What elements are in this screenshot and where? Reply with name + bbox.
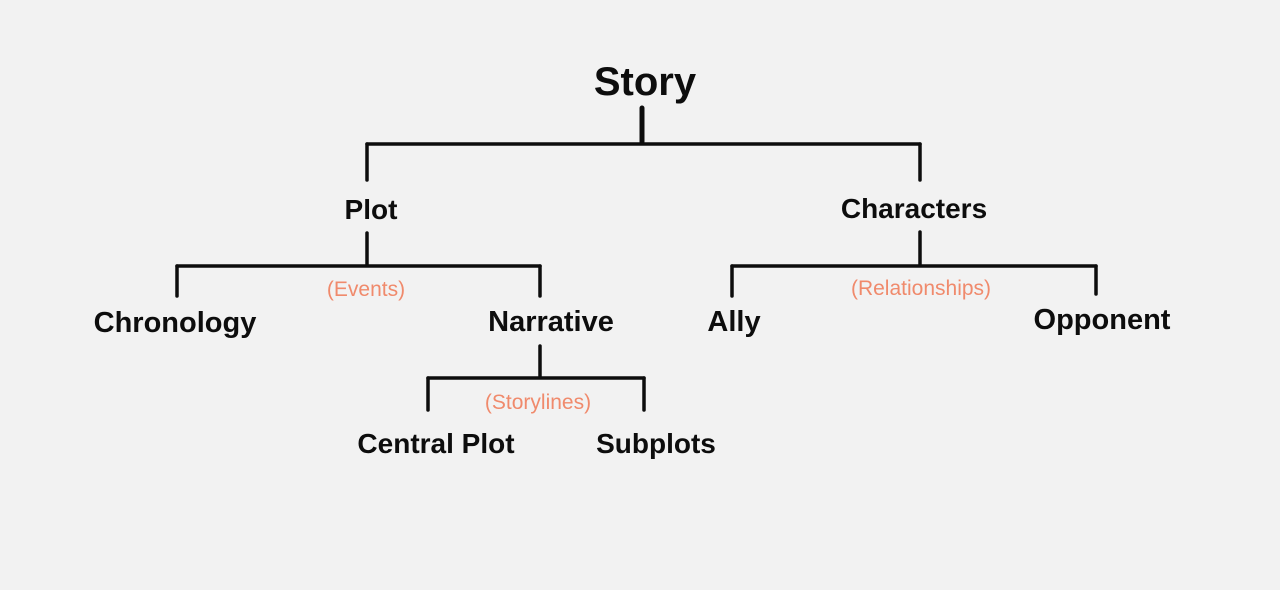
node-opponent: Opponent	[1034, 304, 1171, 336]
node-chronology: Chronology	[94, 307, 257, 339]
label-storylines: (Storylines)	[485, 391, 591, 414]
node-ally: Ally	[707, 306, 760, 338]
label-relationships: (Relationships)	[851, 277, 991, 300]
node-characters: Characters	[841, 193, 987, 224]
node-central-plot: Central Plot	[357, 428, 514, 459]
node-story: Story	[594, 60, 697, 104]
node-narrative: Narrative	[488, 306, 614, 338]
node-plot: Plot	[345, 194, 398, 225]
label-events: (Events)	[327, 278, 405, 301]
node-subplots: Subplots	[596, 428, 716, 459]
tree-connectors	[175, 105, 1098, 412]
